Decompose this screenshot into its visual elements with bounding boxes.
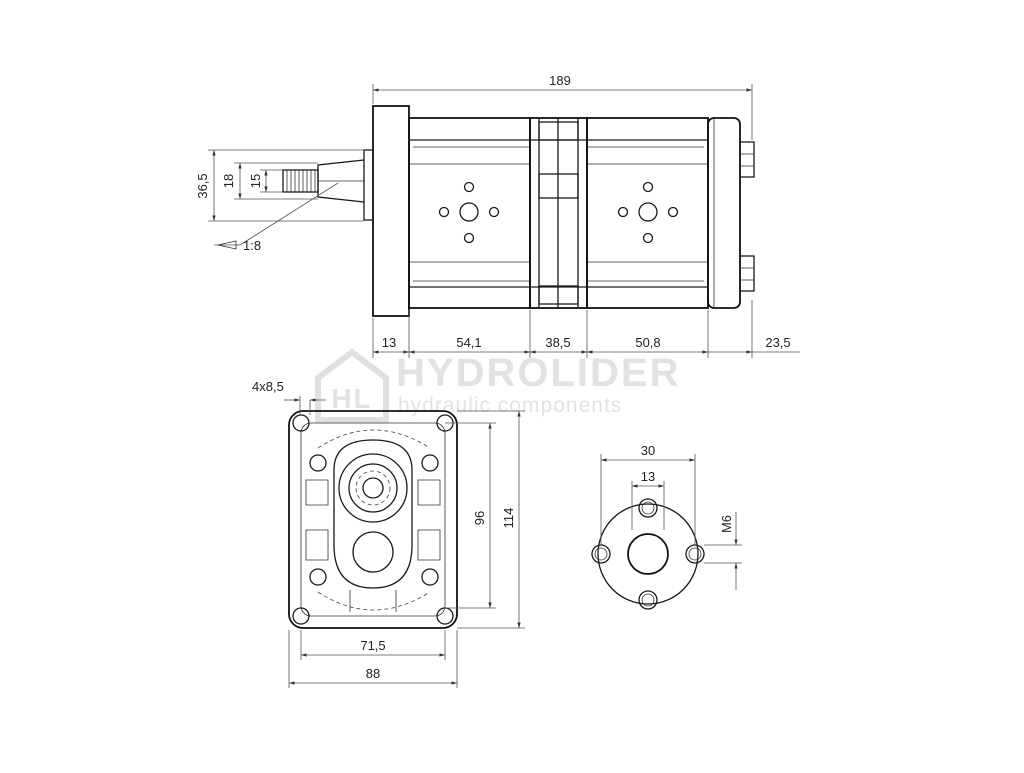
side-view: 189 13 54,1 38,5 50,8 23,5 36,5 18 15	[195, 73, 800, 358]
front-view: 4x8,5 71,5 88 96 114	[252, 379, 525, 688]
dim-middle: 38,5	[545, 335, 570, 350]
mounting-holes	[292, 414, 454, 625]
flange-outline	[288, 410, 458, 629]
shaft-boss	[363, 149, 374, 221]
pump-body-rear	[586, 117, 709, 309]
dim-port-thread: M6	[719, 515, 734, 533]
dim-port-inner: 13	[641, 469, 655, 484]
svg-text:HL: HL	[331, 383, 372, 414]
port-holes-rear	[617, 181, 679, 244]
dim-body-front: 54,1	[456, 335, 481, 350]
rear-bolt-bottom	[739, 255, 755, 292]
center-cavity	[333, 439, 413, 589]
dim-shaft-outer: 36,5	[195, 173, 210, 198]
dim-outer-width: 88	[366, 666, 380, 681]
dim-overall-length: 189	[549, 73, 571, 88]
rear-bolt-top	[739, 141, 755, 178]
pump-body-front	[408, 117, 531, 309]
dim-holes: 4x8,5	[252, 379, 284, 394]
dim-rear: 23,5	[765, 335, 790, 350]
outlet-port	[352, 531, 394, 573]
watermark-title: HYDROLIDER	[396, 351, 680, 395]
dim-body-rear: 50,8	[635, 335, 660, 350]
dim-inner-height: 96	[472, 511, 487, 525]
dim-shaft-mid: 18	[221, 174, 236, 188]
mounting-flange	[372, 105, 410, 317]
port-view: 30 13 M6	[591, 443, 742, 610]
dim-outer-height: 114	[501, 508, 516, 529]
shaft-bore	[338, 453, 408, 523]
hydrolider-logo: HL	[315, 348, 389, 423]
taper-symbol-icon	[217, 240, 237, 250]
port-bore	[627, 533, 669, 575]
dim-flange: 13	[382, 335, 396, 350]
port-hole-bottom	[638, 590, 658, 610]
hydrolider-watermark: HL HYDROLIDER hydraulic components	[315, 348, 680, 423]
dim-inner-width: 71,5	[360, 638, 385, 653]
port-hole-top	[638, 498, 658, 518]
rear-cover	[707, 117, 741, 309]
watermark-subtitle: hydraulic components	[398, 394, 622, 417]
dim-port-outer: 30	[641, 443, 655, 458]
dim-shaft-thread: 15	[248, 174, 263, 188]
port-outer-circle	[597, 503, 699, 605]
shaft-thread	[282, 169, 319, 193]
port-holes-front	[438, 181, 500, 244]
dim-taper: 1:8	[243, 238, 261, 253]
